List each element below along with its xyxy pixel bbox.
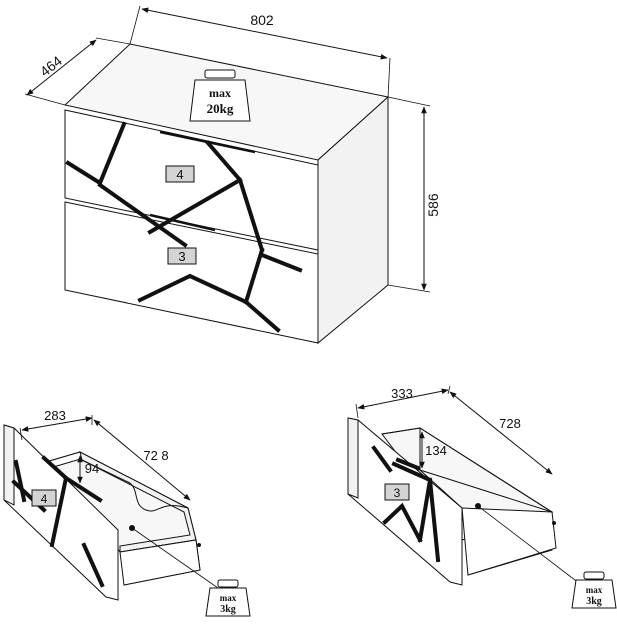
drawer-right-front-pattern [371, 445, 441, 563]
cabinet-width-label: 802 [250, 12, 274, 28]
drawer-right-width-label: 333 [391, 386, 413, 401]
cabinet-depth-label: 464 [37, 52, 65, 79]
drawer-left-number: 4 [41, 492, 48, 506]
drawer-right-weight-max: max [586, 585, 603, 595]
drawer-left-weight-value: 3kg [220, 604, 236, 615]
drawer-right-depth-label: 728 [499, 416, 521, 431]
drawer-left-height-label: 94 [85, 461, 99, 476]
cabinet-weight-value: 20kg [207, 101, 234, 116]
drawer-left-front-edge [3, 424, 15, 506]
cabinet: 4 3 max 20kg [63, 43, 390, 345]
drawer-right-number-label [384, 483, 410, 501]
drawer-left-number-label [31, 489, 57, 507]
top-drawer-number: 4 [176, 167, 183, 182]
bottom-drawer-handle [149, 213, 216, 232]
drawer-left-weight-icon: max 3kg [205, 579, 251, 617]
drawer-left: 4 max 3kg [3, 424, 251, 617]
drawer-right: 3 max 3kg [347, 417, 617, 609]
drawer-left-width-line [21, 416, 93, 432]
drawer-left-base [119, 539, 201, 586]
bottom-drawer-number-label [167, 247, 197, 265]
drawer-left-depth-line [93, 419, 191, 501]
top-drawer-number-label [165, 165, 195, 183]
drawer-left-width-label: 283 [44, 408, 66, 423]
drawer-right-weight-value: 3kg [586, 596, 602, 607]
width-dimension-line [141, 7, 388, 60]
drawer-right-width-line [357, 388, 449, 410]
drawer-right-height-label: 134 [425, 443, 447, 458]
drawer-left-dimensions: 283 72 8 94 [19, 408, 191, 501]
drawer-right-depth-line [449, 391, 553, 475]
cabinet-weight-max: max [209, 86, 231, 100]
drawer-left-depth-label: 72 8 [143, 448, 168, 463]
drawer-right-weight-icon: max 3kg [571, 571, 617, 609]
weight-icon: max 20kg [189, 69, 251, 122]
drawer-left-weight-max: max [220, 593, 237, 603]
drawer-right-base [461, 507, 557, 576]
bottom-drawer-number: 3 [178, 249, 185, 264]
cabinet-front-pattern [65, 121, 303, 333]
drawer-right-front-edge [347, 417, 359, 499]
drawer-right-number: 3 [394, 486, 401, 500]
drawer-right-dimensions: 333 728 134 [355, 385, 553, 475]
cabinet-height-label: 586 [425, 193, 441, 217]
cabinet-dimensions: 802 464 586 [24, 5, 441, 293]
depth-dimension-line [26, 39, 97, 96]
